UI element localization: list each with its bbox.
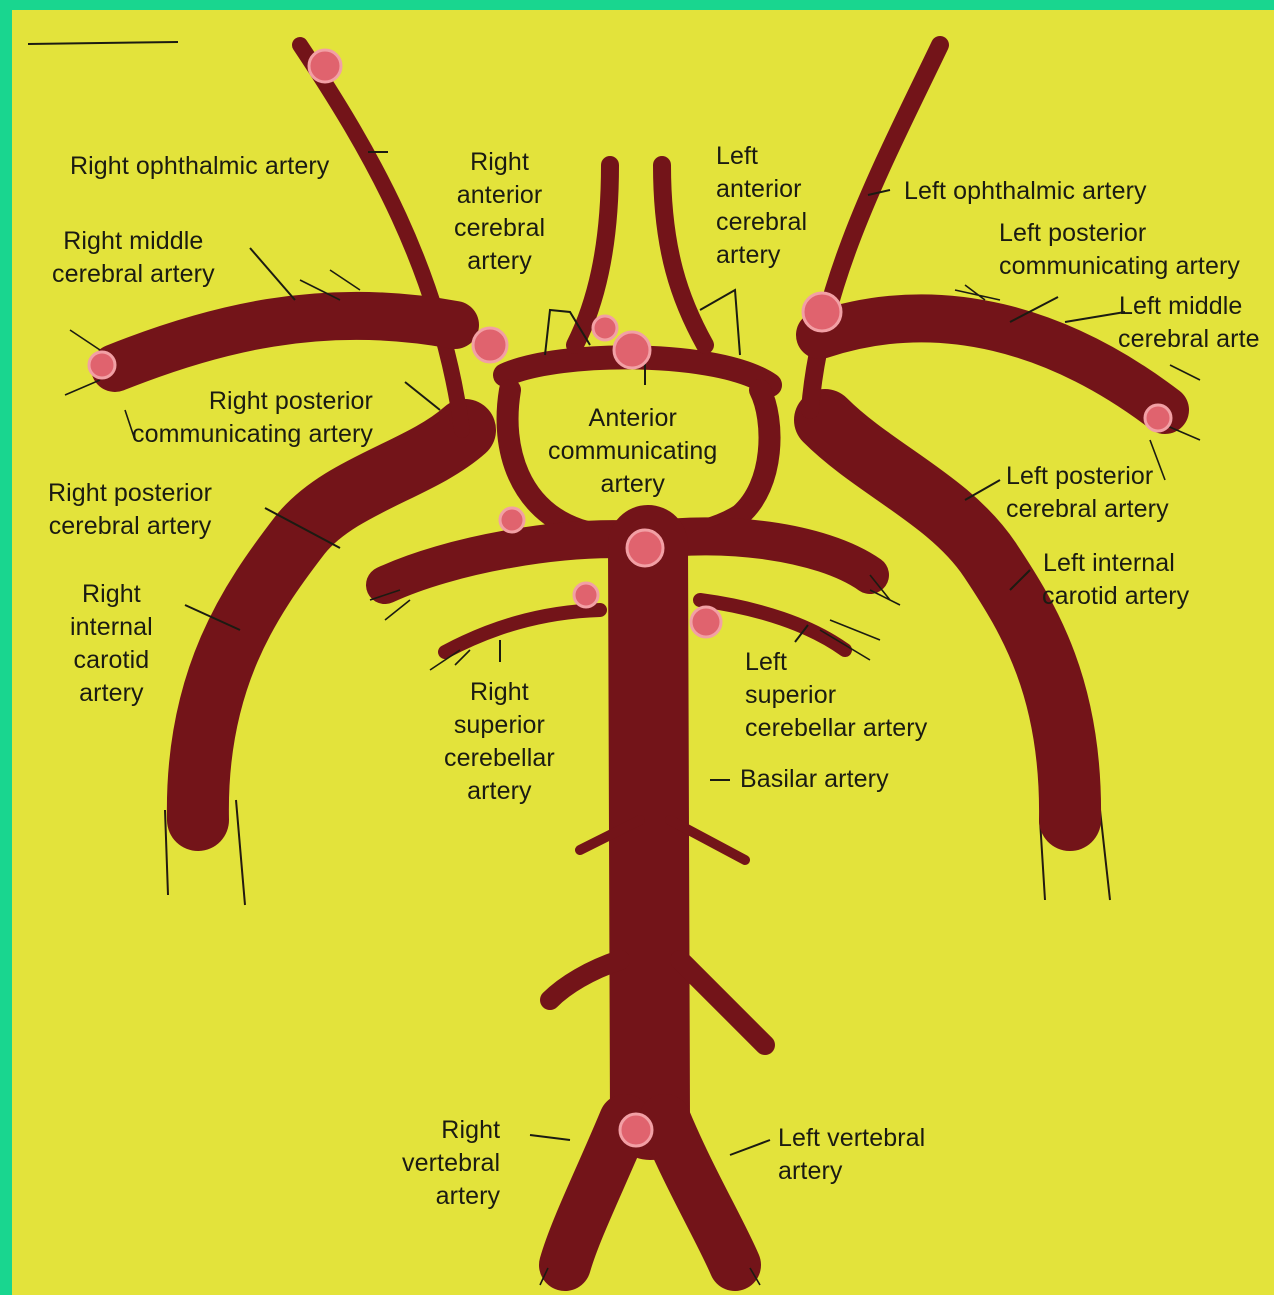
label-left-ophthalmic-artery: Left ophthalmic artery	[904, 175, 1147, 208]
label-right-internal-carotid-artery: Right internal carotid artery	[70, 578, 153, 710]
leader-right-posterior-communicating	[405, 382, 440, 410]
label-right-superior-cerebellar-artery: Right superior cerebellar artery	[444, 676, 555, 808]
basilar-vessel	[648, 545, 650, 1120]
leader-right-middle-cerebral	[250, 248, 295, 300]
label-left-anterior-cerebral-artery: Left anterior cerebral artery	[716, 140, 807, 272]
left-vertebral-vessel	[665, 1120, 735, 1265]
label-right-posterior-communicating-artery: Right posterior communicating artery	[132, 385, 373, 451]
pin-marker	[627, 530, 663, 566]
label-left-superior-cerebellar-artery: Left superior cerebellar artery	[745, 646, 927, 745]
leader-right-vertebral	[530, 1135, 570, 1140]
pin-marker	[574, 583, 598, 607]
label-right-posterior-cerebral-artery: Right posterior cerebral artery	[48, 477, 212, 543]
left-middle-cerebral-vessel	[820, 318, 1165, 410]
top-left-rule	[28, 42, 178, 44]
label-basilar-artery: Basilar artery	[740, 763, 889, 796]
label-left-middle-cerebral-artery: Left middle cerebral arte	[1118, 290, 1260, 356]
label-right-vertebral-artery: Right vertebral artery	[402, 1114, 500, 1213]
label-right-middle-cerebral-artery: Right middle cerebral artery	[52, 225, 215, 291]
left-anterior-cerebral-vessel	[662, 165, 705, 345]
right-middle-cerebral-vessel	[115, 316, 455, 368]
pin-marker	[691, 607, 721, 637]
label-left-internal-carotid-artery: Left internal carotid artery	[1042, 547, 1189, 613]
pin-marker	[620, 1114, 652, 1146]
pin-marker	[309, 50, 341, 82]
pin-marker	[500, 508, 524, 532]
leader-left-vertebral	[730, 1140, 770, 1155]
pin-marker	[473, 328, 507, 362]
label-anterior-communicating-artery: Anterior communicating artery	[548, 402, 717, 501]
label-left-posterior-communicating-artery: Left posterior communicating artery	[999, 217, 1240, 283]
label-right-ophthalmic-artery: Right ophthalmic artery	[70, 150, 329, 183]
pin-marker	[803, 293, 841, 331]
right-ophthalmic-vessel	[300, 45, 462, 430]
label-right-anterior-cerebral-artery: Right anterior cerebral artery	[454, 146, 545, 278]
pin-marker	[593, 316, 617, 340]
label-left-vertebral-artery: Left vertebral artery	[778, 1122, 925, 1188]
pin-marker	[89, 352, 115, 378]
right-superior-cerebellar-vessel	[445, 610, 600, 652]
right-posterior-cerebral-vessel	[385, 539, 640, 585]
diagram-panel: Right ophthalmic artery Right anterior c…	[12, 10, 1274, 1295]
label-left-posterior-cerebral-artery: Left posterior cerebral artery	[1006, 460, 1169, 526]
right-vertebral-vessel	[565, 1120, 625, 1265]
right-internal-carotid-vessel	[198, 430, 465, 820]
leader-left-posterior-cerebral	[965, 480, 1000, 500]
leader-left-middle-cerebral	[1065, 312, 1125, 322]
pin-marker	[614, 332, 650, 368]
pin-marker	[1145, 405, 1171, 431]
